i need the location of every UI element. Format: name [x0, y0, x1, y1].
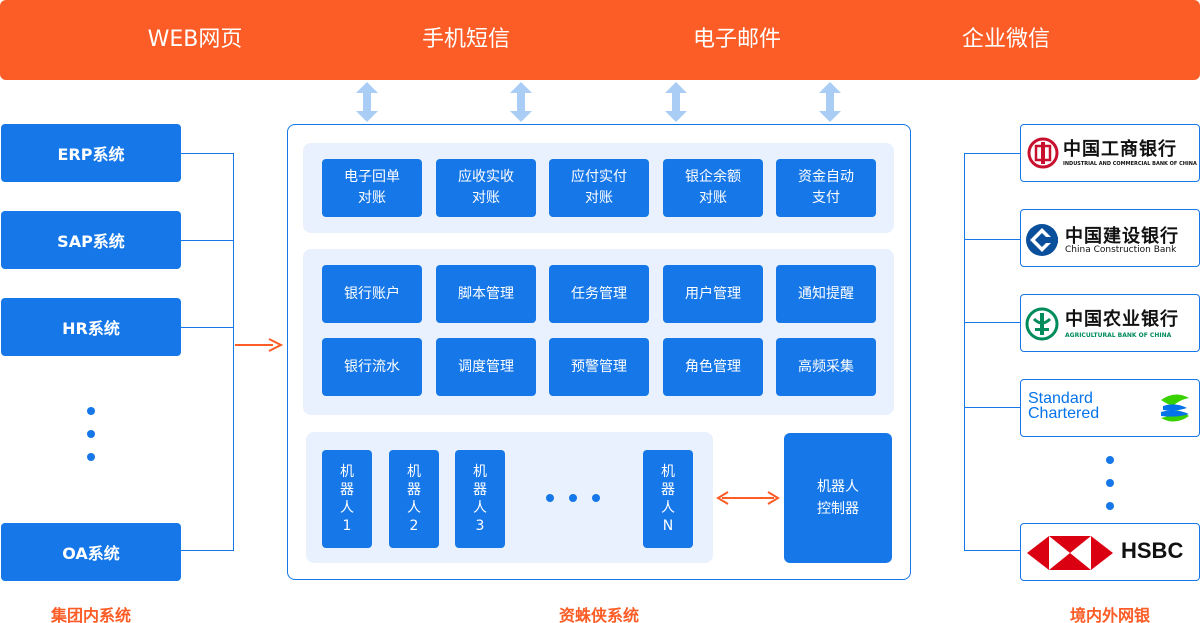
- bank-abc: 中国农业银行 AGRICULTURAL BANK OF CHINA: [1020, 294, 1200, 352]
- module-receivable-recon: 应收实收对账: [436, 159, 536, 217]
- double-arrow-icon: [356, 82, 378, 122]
- module-notification: 通知提醒: [776, 265, 876, 323]
- ellipsis-dot: [87, 453, 95, 461]
- ellipsis-dot: [1106, 456, 1114, 464]
- module-task-mgmt: 任务管理: [549, 265, 649, 323]
- sc-wordmark: Standard Chartered: [1028, 390, 1100, 422]
- bank-icbc: 中国工商银行 INDUSTRIAL AND COMMERCIAL BANK OF…: [1020, 124, 1200, 182]
- module-bank-flow: 银行流水: [322, 338, 422, 396]
- double-arrow-icon: [819, 82, 841, 122]
- caption-internal-systems: 集团内系统: [50, 606, 131, 623]
- ellipsis-dot: [87, 407, 95, 415]
- system-hr: HR系统: [1, 298, 181, 356]
- abc-logo-icon: [1025, 307, 1059, 341]
- double-arrow-icon: [510, 82, 532, 122]
- hsbc-wordmark: HSBC: [1121, 538, 1184, 563]
- module-bank-account: 银行账户: [322, 265, 422, 323]
- system-erp: ERP系统: [1, 124, 181, 182]
- icbc-name: 中国工商银行: [1063, 139, 1177, 160]
- ccb-name: 中国建设银行: [1065, 226, 1179, 247]
- connector-line: [964, 550, 1020, 551]
- icbc-en: INDUSTRIAL AND COMMERCIAL BANK OF CHINA: [1063, 161, 1197, 167]
- connector-line: [964, 322, 1020, 323]
- ellipsis-dot: [1106, 479, 1114, 487]
- module-balance-recon: 银企余额对账: [663, 159, 763, 217]
- module-hf-collection: 高频采集: [776, 338, 876, 396]
- channel-wecom: 企业微信: [961, 27, 1050, 52]
- abc-en: AGRICULTURAL BANK OF CHINA: [1065, 332, 1172, 339]
- abc-name: 中国农业银行: [1065, 309, 1179, 330]
- icbc-logo-icon: [1027, 137, 1059, 169]
- connector-line: [233, 153, 234, 551]
- system-sap: SAP系统: [1, 211, 181, 269]
- caption-zizhuxia-system: 资蛛侠系统: [558, 606, 639, 623]
- bank-hsbc: HSBC: [1020, 523, 1200, 581]
- double-arrow-icon: [665, 82, 687, 122]
- robot-controller: 机器人控制器: [784, 433, 892, 563]
- connector-line: [181, 327, 234, 328]
- module-payable-recon: 应付实付对账: [549, 159, 649, 217]
- module-user-mgmt: 用户管理: [663, 265, 763, 323]
- bidirectional-arrow-icon: [716, 491, 780, 505]
- hsbc-logo-icon: [1027, 536, 1113, 570]
- connector-line: [181, 153, 234, 154]
- arrow-right-icon: [235, 338, 283, 352]
- ellipsis-dot: [569, 494, 577, 502]
- connector-line: [181, 240, 234, 241]
- ellipsis-dot: [1106, 502, 1114, 510]
- module-auto-payment: 资金自动支付: [776, 159, 876, 217]
- module-e-receipt-recon: 电子回单对账: [322, 159, 422, 217]
- system-oa: OA系统: [1, 523, 181, 581]
- module-schedule-mgmt: 调度管理: [436, 338, 536, 396]
- ccb-en: China Construction Bank: [1065, 245, 1177, 255]
- ellipsis-dot: [546, 494, 554, 502]
- caption-online-banking: 境内外网银: [1069, 606, 1150, 623]
- channel-bar: WEB网页 手机短信 电子邮件 企业微信: [0, 0, 1200, 80]
- channel-email: 电子邮件: [692, 27, 781, 52]
- ccb-logo-icon: [1026, 224, 1058, 256]
- connector-line: [964, 153, 1020, 154]
- sc-logo-icon: [1161, 394, 1189, 422]
- bank-ccb: 中国建设银行 China Construction Bank: [1020, 209, 1200, 267]
- bank-standard-chartered: Standard Chartered: [1020, 379, 1200, 437]
- ellipsis-dot: [592, 494, 600, 502]
- connector-line: [964, 153, 965, 551]
- connector-line: [964, 239, 1020, 240]
- module-role-mgmt: 角色管理: [663, 338, 763, 396]
- channel-web: WEB网页: [147, 27, 243, 52]
- connector-line: [181, 550, 234, 551]
- channel-sms: 手机短信: [421, 27, 510, 52]
- module-alert-mgmt: 预警管理: [549, 338, 649, 396]
- ellipsis-dot: [87, 430, 95, 438]
- module-script-mgmt: 脚本管理: [436, 265, 536, 323]
- connector-line: [964, 407, 1020, 408]
